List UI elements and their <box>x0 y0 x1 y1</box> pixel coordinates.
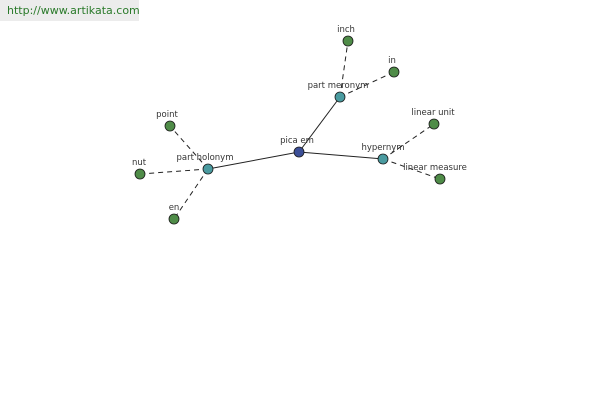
edge-hypernym-to-linear-unit <box>382 123 435 160</box>
labels-layer: pica em part meronym part holonym hypernym i… <box>132 25 467 213</box>
node-en[interactable] <box>168 213 180 225</box>
node-part-holonym[interactable] <box>202 163 214 175</box>
node-part-meronym[interactable] <box>334 91 346 103</box>
node-label-point[interactable]: point <box>156 110 178 120</box>
node-linear-unit[interactable] <box>428 118 440 130</box>
edge-part-meronym-to-in <box>339 71 395 98</box>
node-pica-em[interactable] <box>293 146 305 158</box>
node-label-part-meronym[interactable]: part meronym <box>308 81 369 91</box>
edge-pica-em-to-hypernym <box>298 151 384 160</box>
edge-part-holonym-to-point <box>169 125 209 170</box>
edge-part-meronym-to-inch <box>339 40 349 98</box>
node-inch[interactable] <box>342 35 354 47</box>
edge-part-holonym-to-en <box>173 168 209 220</box>
edges-layer <box>139 40 441 220</box>
node-label-linear-unit[interactable]: linear unit <box>411 108 455 118</box>
node-label-pica-em[interactable]: pica em <box>280 136 314 146</box>
source-url-box: http://www.artikata.com <box>0 0 140 21</box>
edge-hypernym-to-linear-measure <box>382 158 441 180</box>
node-nut[interactable] <box>134 168 146 180</box>
edge-pica-em-to-part-holonym <box>207 151 300 170</box>
node-label-nut[interactable]: nut <box>132 158 147 168</box>
edge-pica-em-to-part-meronym <box>298 96 341 153</box>
node-label-linear-measure[interactable]: linear measure <box>403 163 467 173</box>
node-label-hypernym[interactable]: hypernym <box>361 143 404 153</box>
node-label-in[interactable]: in <box>388 56 396 66</box>
nodes-layer <box>134 35 446 225</box>
source-url-link[interactable]: http://www.artikata.com <box>7 4 140 17</box>
edge-part-holonym-to-nut <box>139 168 209 175</box>
node-hypernym[interactable] <box>377 153 389 165</box>
node-in[interactable] <box>388 66 400 78</box>
node-label-en[interactable]: en <box>169 203 180 213</box>
node-point[interactable] <box>164 120 176 132</box>
node-linear-measure[interactable] <box>434 173 446 185</box>
node-label-inch[interactable]: inch <box>337 25 355 35</box>
node-label-part-holonym[interactable]: part holonym <box>177 153 234 163</box>
